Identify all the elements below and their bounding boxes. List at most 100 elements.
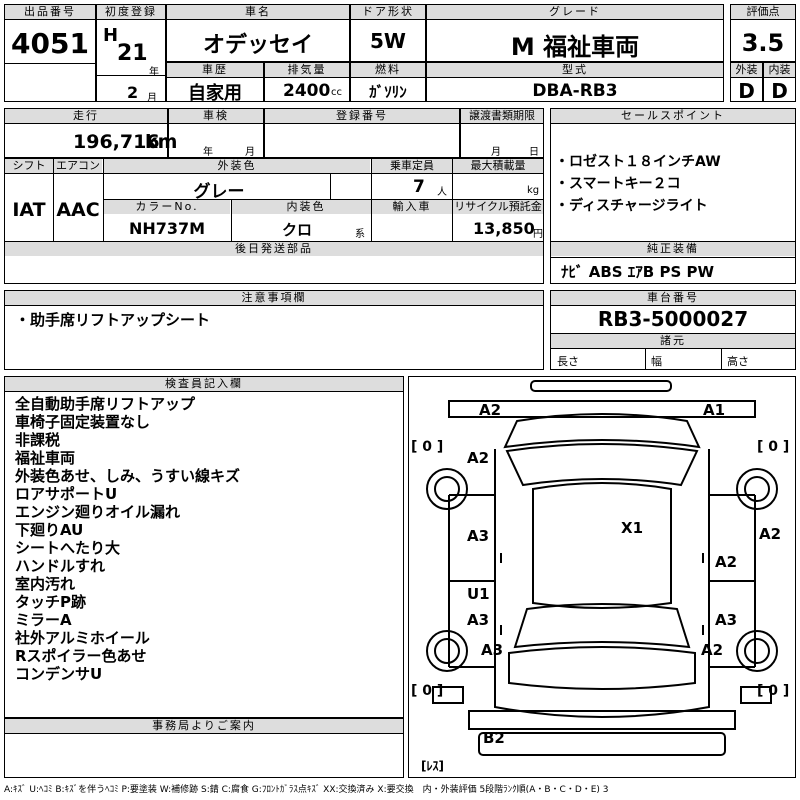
tire-depth: [ 0 ] [411,683,444,699]
damage-mark: U1 [467,585,490,603]
equipment-label: 純正装備 [551,242,795,256]
int-color: クロ [281,221,312,239]
displacement-label: 排気量 [265,63,349,77]
sales-point: ・ディスチャージライト [555,198,708,214]
tire-depth: [ 0 ] [411,439,444,455]
inspector-note: ロアサポートU [15,485,118,503]
interior-grade: D [771,79,788,103]
color-no-label: カラーNo. [104,200,230,214]
damage-mark: A2 [479,401,502,419]
caution: ・助手席リフトアップシート [15,311,211,329]
inspector-note: エンジン廻りオイル漏れ [15,503,181,521]
lot-number: 4051 [11,27,89,60]
exterior-grade: D [738,79,755,103]
history-label: 車歴 [167,63,263,77]
transfer-box: 譲渡書類期限 月 日 [460,108,544,158]
interior-box: 内装 D [763,62,796,103]
ext-color-label: 外装色 [104,159,370,173]
sales-point: ・スマートキー２コ [555,176,681,192]
capacity: 7 [413,177,425,197]
vehicle-diagram: A2 A1 A2 X1 A2 A3 A2 U1 A3 A3 A3 A2 B2 [… [408,376,796,778]
first-reg-label: 初度登録 [97,5,165,19]
length-label: 長さ [557,355,579,368]
displacement-unit: cc [331,87,342,98]
grade-label: グレード [427,5,723,19]
car-outline [426,380,778,756]
width-label: 幅 [651,355,662,368]
height-label: 高さ [727,355,749,368]
lot-box: 出品番号 4051 [4,4,96,102]
recycle-unit: 円 [533,229,543,240]
fuel: ｶﾞｿﾘﾝ [369,83,407,101]
max-load-label: 最大積載量 [453,159,543,173]
tire-depth: [ 0 ] [757,439,790,455]
model-label: 型式 [427,63,723,77]
exterior-box: 外装 D [730,62,763,103]
tire-depth: [ 0 ] [757,683,790,699]
damage-mark: A3 [715,611,738,629]
damage-mark: A3 [481,641,504,659]
door-type: 5W [370,29,406,53]
reg-no-label: 登録番号 [265,109,459,123]
capacity-label: 乗車定員 [372,159,452,173]
displacement: 2400 [283,81,331,101]
inspection-label: 車検 [169,109,263,123]
damage-mark: A2 [715,553,738,571]
transfer-month-unit: 月 [491,147,501,158]
damage-mark: X1 [621,519,644,537]
int-color-label: 内装色 [232,200,380,214]
max-load-unit: kg [527,185,540,196]
ext-color: グレー [193,182,245,202]
inspection-box: 車検 年 月 [168,108,264,158]
spec-grid: シフト IAT エアコン AAC 外装色 グレー カラーNo. NH737M 内… [4,158,544,284]
inspector-note: Rスポイラー色あせ [15,647,147,665]
later-parts-label: 後日発送部品 [5,242,543,256]
first-reg-box: 初度登録 H 21 年 2 月 [96,4,166,104]
office-box: 事務局よりご案内 [4,718,404,778]
shift: IAT [12,199,46,221]
score-box: 評価点 3.5 [730,4,796,62]
mileage-unit: km [145,131,178,153]
score-label: 評価点 [731,5,795,19]
transfer-label: 譲渡書類期限 [461,109,543,123]
grade-box: グレード M 福祉車両 [426,4,724,62]
fuel-label: 燃料 [351,63,425,77]
sales-point: ・ロゼスト１８インチAW [555,154,721,170]
score: 3.5 [741,29,785,57]
exterior-label: 外装 [731,63,762,77]
capacity-unit: 人 [437,187,447,198]
inspector-note: タッチP跡 [15,593,86,611]
month-unit: 月 [147,93,157,104]
door-box: ドア形状 5W [350,4,426,62]
ac: AAC [56,199,100,221]
model: DBA-RB3 [532,81,618,101]
inspector-note: 車椅子固定装置なし [15,413,151,431]
inspector-note: シートへたり大 [15,539,121,557]
history: 自家用 [188,83,242,104]
office-label: 事務局よりご案内 [5,719,403,733]
chassis-label: 車台番号 [551,291,795,305]
lot-label: 出品番号 [5,5,95,19]
era: H [103,25,119,46]
mileage: 196,716 [73,131,160,153]
import-label: 輸入車 [372,200,452,214]
inspector-note: ハンドルすれ [15,557,106,575]
reg-no-box: 登録番号 [264,108,460,158]
damage-mark: A3 [467,611,490,629]
reg-year: 21 [117,41,148,66]
inspector-note: 非課税 [15,431,61,449]
equipment: ﾅﾋﾞ ABS ｴｱB PS PW [561,263,715,281]
interior-label: 内装 [764,63,795,77]
displacement-box: 排気量 2400 cc [264,62,350,102]
inspector-box: 検査員記入欄 全自動助手席リフトアップ 車椅子固定装置なし 非課税 福祉車両 外… [4,376,404,718]
recycle-label: リサイクル預託金 [453,200,543,214]
sales-box: セールスポイント ・ロゼスト１８インチAW ・スマートキー２コ ・ディスチャージ… [550,108,796,284]
legend: A:ｷｽﾞ U:ﾍｺﾐ B:ｷｽﾞを伴うﾍｺﾐ P:要塗装 W:補修跡 S:錆 … [4,785,609,795]
inspector-note: 下廻りAU [15,521,84,539]
damage-mark: A2 [467,449,490,467]
reg-month: 2 [127,83,139,102]
inspector-label: 検査員記入欄 [5,377,403,391]
damage-mark: A2 [701,641,724,659]
caution-box: 注意事項欄 ・助手席リフトアップシート [4,290,544,370]
model-box: 型式 DBA-RB3 [426,62,724,102]
